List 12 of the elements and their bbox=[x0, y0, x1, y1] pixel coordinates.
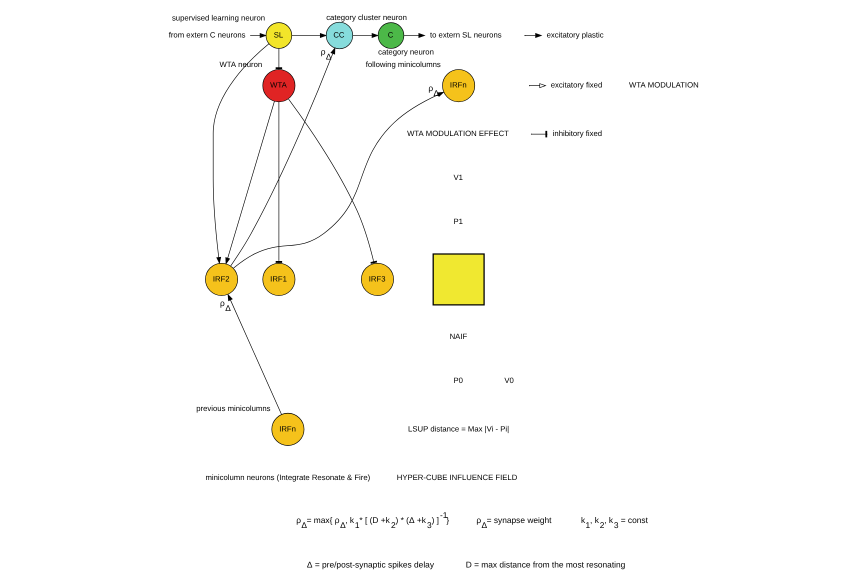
arrow bbox=[352, 33, 379, 38]
arrow bbox=[212, 43, 270, 264]
arrow bbox=[292, 33, 328, 38]
arrow bbox=[228, 294, 282, 415]
arrow bbox=[230, 47, 336, 266]
node-box bbox=[432, 253, 485, 306]
label: Δ = pre/post-synaptic spikes delay bbox=[306, 560, 434, 570]
connector bbox=[288, 98, 378, 264]
label: D = max distance from the most resonating bbox=[466, 560, 626, 570]
arrow bbox=[225, 101, 275, 265]
arrow bbox=[250, 33, 267, 38]
arrow bbox=[404, 33, 426, 38]
